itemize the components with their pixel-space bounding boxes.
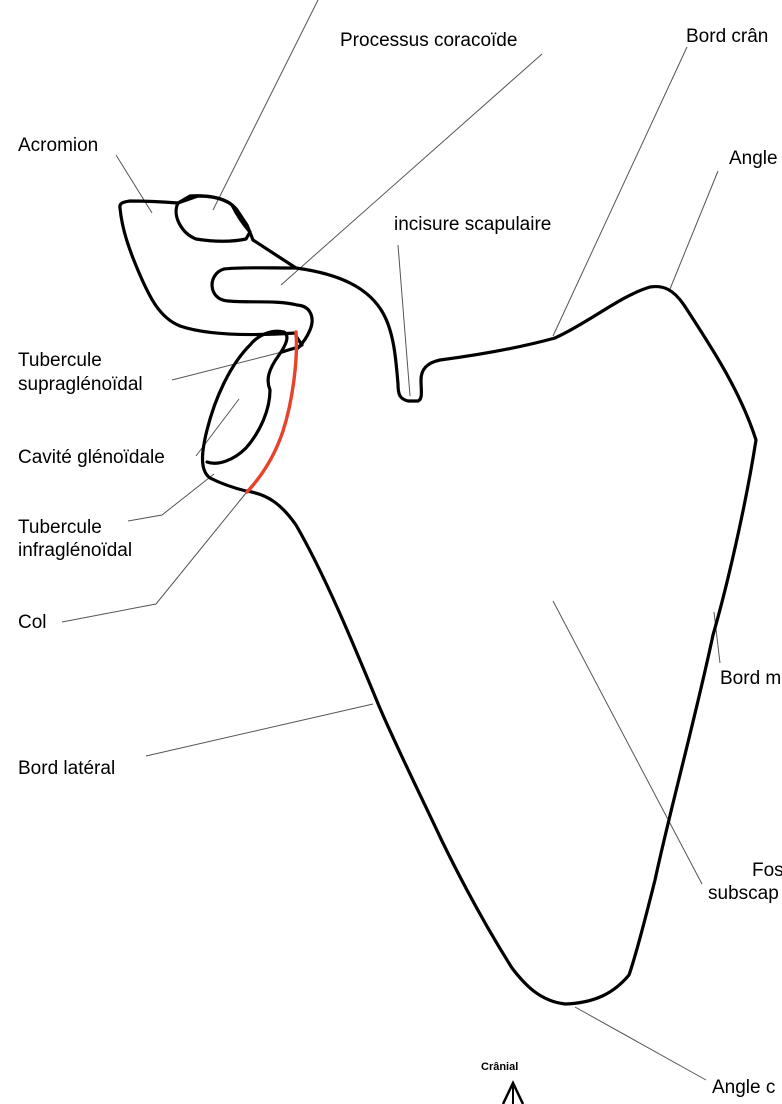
leader-angle-caudal [574, 1006, 707, 1081]
label-cranial-arrow: Crânial [481, 1061, 518, 1073]
cranial-arrow-icon [501, 1080, 525, 1104]
label-processus-coracoide: Processus coracoïde [340, 30, 517, 51]
leader-bord-medial [713, 611, 721, 664]
label-tubercule-supraglenoidal-1: Tubercule [18, 350, 102, 371]
label-acromion: Acromion [18, 135, 98, 156]
cranial-border-outline [244, 266, 758, 1006]
label-col: Col [18, 612, 47, 633]
leader-bord-lateral [145, 703, 374, 757]
label-tubercule-supraglenoidal-2: supraglénoïdal [18, 374, 143, 395]
glenoid-cavity-outline [200, 329, 289, 493]
leader-incisure-scapulaire [397, 244, 411, 397]
glenoid-neck-line [245, 330, 299, 494]
coracoid-outline [210, 238, 314, 350]
label-incisure-scapulaire: incisure scapulaire [394, 214, 551, 235]
acromion-outline [118, 194, 298, 337]
label-angle-caudal: Angle c [712, 1077, 775, 1098]
labels: Processus coracoïde Bord crân Acromion A… [18, 26, 782, 1098]
leader-bord-cranial [552, 46, 688, 337]
label-bord-lateral: Bord latéral [18, 758, 115, 779]
label-bord-medial: Bord m [720, 668, 781, 689]
leader-angle-cranial [669, 170, 719, 290]
scapula-outline [118, 194, 758, 1006]
label-cavite-glenoidale: Cavité glénoïdale [18, 447, 165, 468]
leader-lines [61, 0, 721, 1081]
label-fosse-subscapulaire-2: subscap [708, 883, 779, 904]
label-tubercule-infraglenoidal-1: Tubercule [18, 517, 102, 538]
acromion-knob [174, 194, 252, 243]
leader-tubercule-supraglenoidal [171, 349, 291, 381]
label-tubercule-infraglenoidal-2: infraglénoïdal [18, 540, 132, 561]
leader-fosse-subscapulaire [552, 600, 703, 885]
label-fosse-subscapulaire-1: Fos [752, 860, 782, 881]
leader-top-offscreen [212, 0, 319, 211]
leader-processus-coracoide [280, 53, 543, 286]
label-bord-cranial: Bord crân [686, 26, 768, 47]
label-angle-cranial: Angle [729, 148, 778, 169]
leader-tubercule-infraglenoidal [127, 473, 215, 522]
leader-acromion [115, 154, 153, 214]
leader-col [61, 492, 247, 623]
